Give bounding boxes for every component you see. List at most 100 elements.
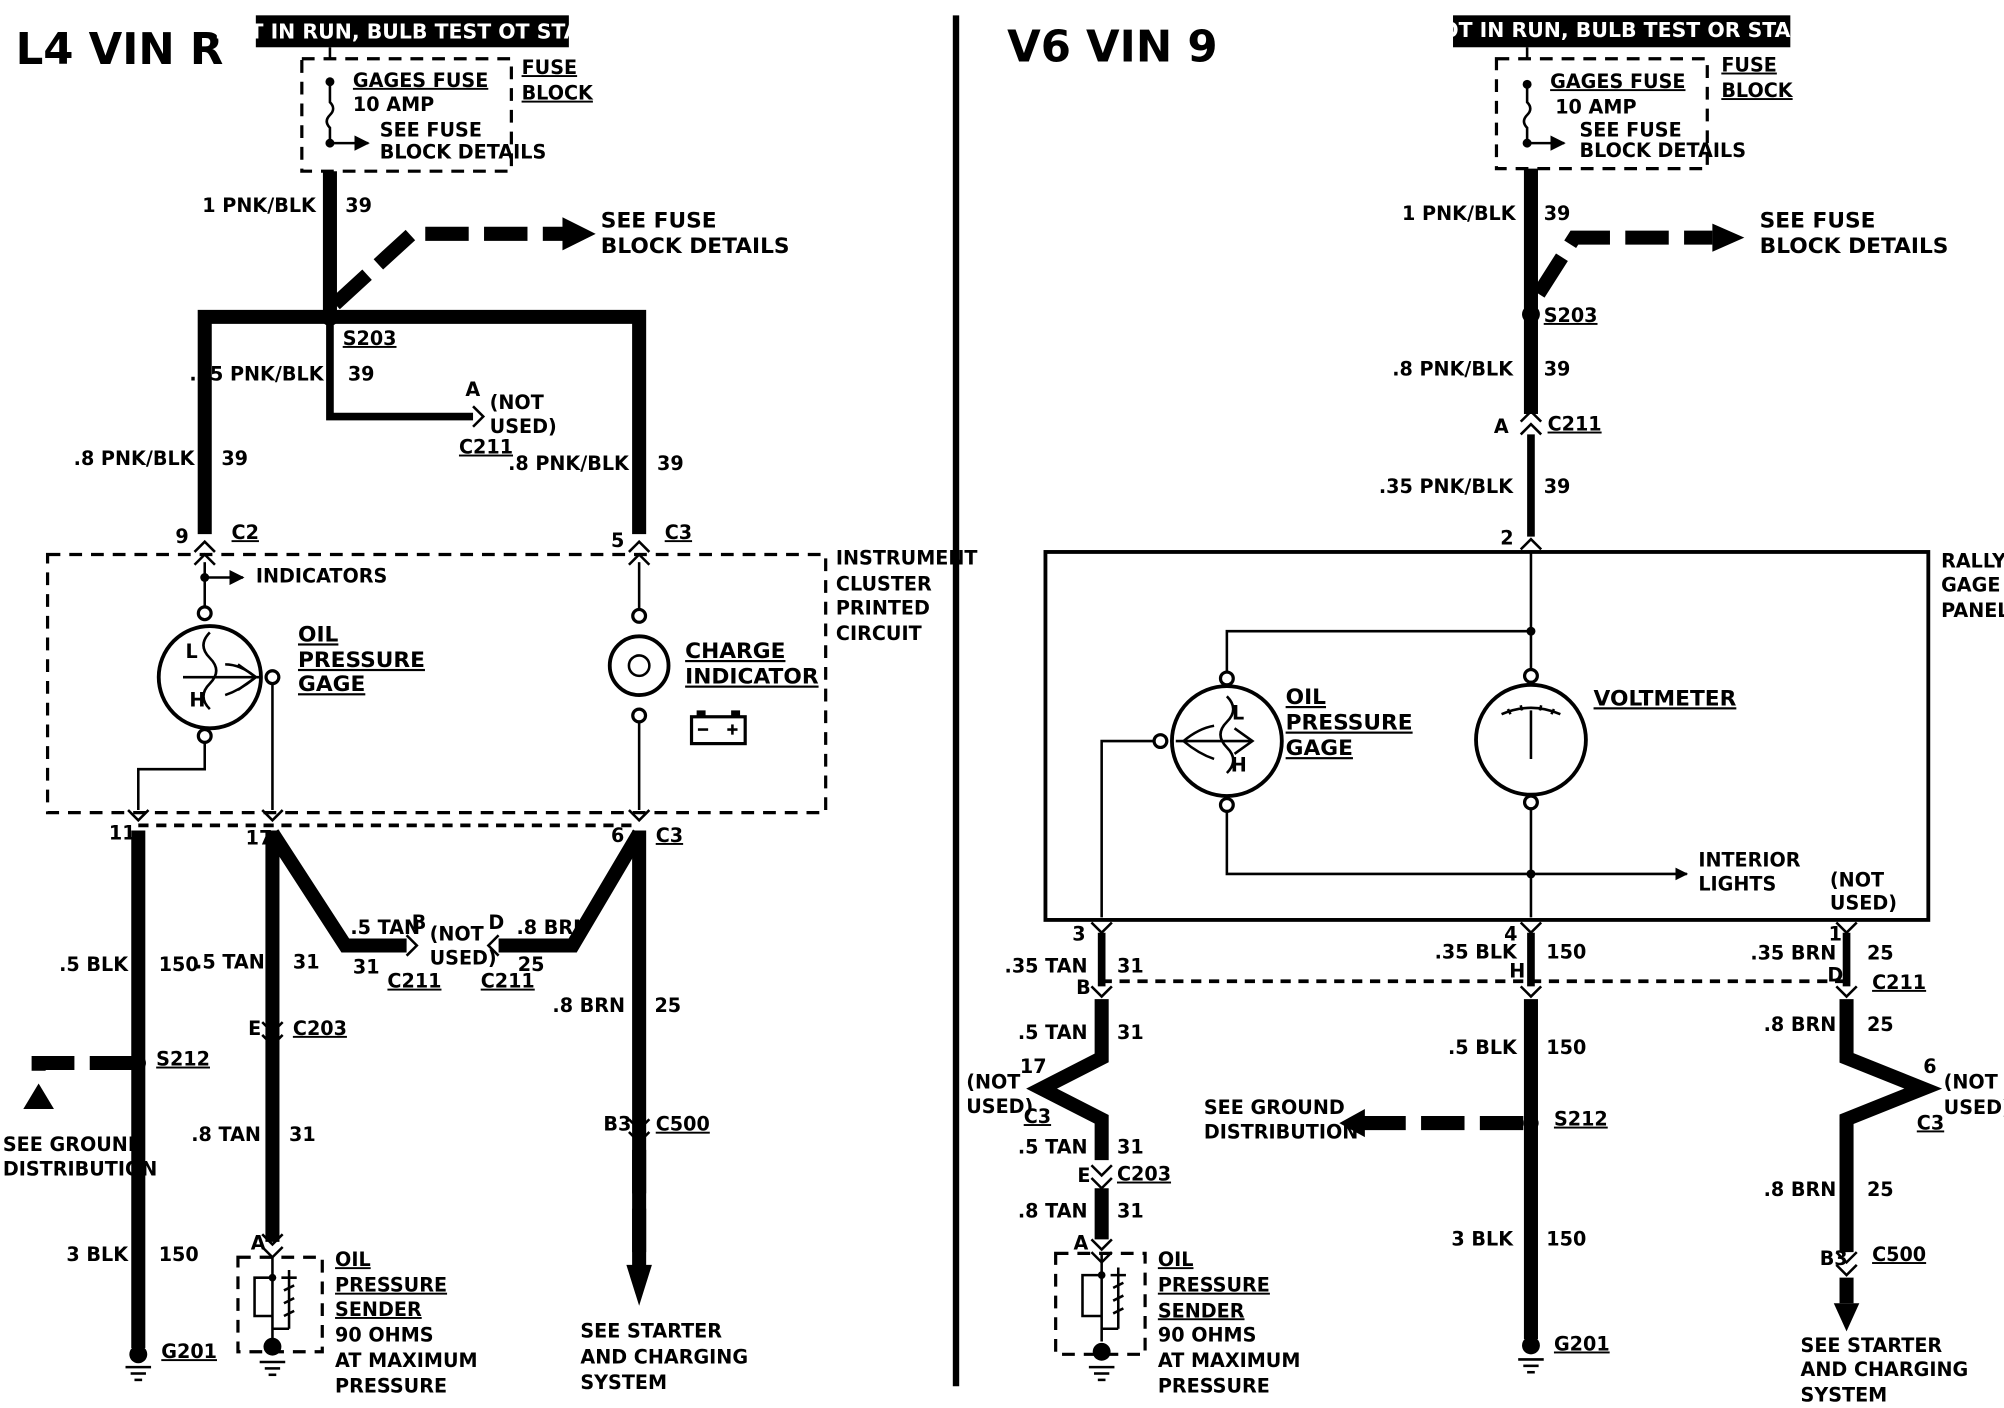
svg-text:31: 31 <box>289 1123 316 1146</box>
v6-tan-wire <box>1026 999 1109 1161</box>
svg-text:25: 25 <box>654 994 681 1017</box>
svg-text:L: L <box>1232 701 1244 724</box>
l4-fuse-box <box>300 57 513 173</box>
svg-text:OIL: OIL <box>1158 1248 1194 1271</box>
svg-text:D: D <box>1827 963 1843 986</box>
svg-text:PRESSURE: PRESSURE <box>1158 1375 1270 1398</box>
svg-text:39: 39 <box>221 447 248 470</box>
svg-text:RALLY: RALLY <box>1941 549 2004 572</box>
svg-text:FUSE: FUSE <box>1721 54 1777 77</box>
svg-text:4: 4 <box>1504 922 1517 945</box>
svg-text:B: B <box>1076 976 1091 999</box>
svg-text:25: 25 <box>1867 1013 1894 1036</box>
l4-fuse-icon <box>325 81 335 141</box>
svg-text:.8 TAN: .8 TAN <box>1018 1200 1088 1223</box>
svg-text:1 PNK/BLK: 1 PNK/BLK <box>1402 202 1517 225</box>
l4-instrument-cluster <box>45 552 828 815</box>
svg-text:3: 3 <box>1072 922 1085 945</box>
svg-text:.35 BRN: .35 BRN <box>1750 942 1836 965</box>
svg-text:31: 31 <box>1117 954 1144 977</box>
svg-text:3 BLK: 3 BLK <box>66 1243 129 1266</box>
svg-text:C500: C500 <box>1872 1243 1926 1266</box>
svg-text:B: B <box>412 911 427 934</box>
svg-text:90 OHMS: 90 OHMS <box>1158 1324 1257 1347</box>
svg-text:BLOCK DETAILS: BLOCK DETAILS <box>601 234 790 259</box>
v6-voltmeter-label: VOLTMETER <box>1594 686 1737 711</box>
svg-text:SEE FUSE: SEE FUSE <box>1580 119 1682 142</box>
svg-text:SENDER: SENDER <box>335 1298 422 1321</box>
svg-text:39: 39 <box>345 194 372 217</box>
l4-header-bar <box>255 15 569 48</box>
svg-text:CHARGE: CHARGE <box>685 639 785 664</box>
svg-text:PRESSURE: PRESSURE <box>335 1375 447 1398</box>
svg-text:PANEL: PANEL <box>1941 599 2004 622</box>
svg-text:PRESSURE: PRESSURE <box>1286 711 1413 736</box>
svg-text:D: D <box>488 911 504 934</box>
svg-text:39: 39 <box>348 363 375 386</box>
svg-text:6: 6 <box>1923 1055 1936 1078</box>
v6-fuse-box <box>1494 57 1709 171</box>
svg-text:GAGE: GAGE <box>1286 736 1353 761</box>
svg-text:1 PNK/BLK: 1 PNK/BLK <box>202 194 317 217</box>
l4-section: L4 VIN R HOT IN RUN, BULB TEST OT START … <box>3 15 977 1398</box>
svg-text:S212: S212 <box>1554 1108 1608 1131</box>
svg-text:1: 1 <box>1829 922 1842 945</box>
svg-text:USED): USED) <box>430 947 497 970</box>
svg-text:SYSTEM: SYSTEM <box>580 1371 667 1394</box>
svg-text:5: 5 <box>611 529 624 552</box>
svg-text:C211: C211 <box>1548 413 1602 436</box>
svg-text:39: 39 <box>657 452 684 475</box>
svg-text:S203: S203 <box>1544 304 1598 327</box>
svg-text:OIL: OIL <box>1286 685 1327 710</box>
svg-text:(NOT: (NOT <box>966 1071 1020 1094</box>
svg-text:DISTRIBUTION: DISTRIBUTION <box>1204 1120 1358 1143</box>
v6-header-text: HOT IN RUN, BULB TEST OR START <box>1424 18 1819 42</box>
svg-text:BLOCK: BLOCK <box>1721 79 1793 102</box>
svg-text:SEE FUSE: SEE FUSE <box>601 208 717 233</box>
svg-text:6: 6 <box>611 824 624 847</box>
battery-icon <box>689 710 747 746</box>
svg-text:AND CHARGING: AND CHARGING <box>1801 1358 1969 1381</box>
svg-text:USED): USED) <box>1944 1096 2004 1119</box>
svg-text:CLUSTER: CLUSTER <box>836 572 932 595</box>
svg-text:25: 25 <box>1867 942 1894 965</box>
svg-text:150: 150 <box>1546 1228 1586 1251</box>
svg-text:OIL: OIL <box>335 1248 371 1271</box>
svg-text:S203: S203 <box>343 327 397 350</box>
svg-text:C3: C3 <box>1917 1111 1944 1134</box>
svg-text:150: 150 <box>159 953 199 976</box>
svg-text:25: 25 <box>1867 1178 1894 1201</box>
svg-text:OIL: OIL <box>298 622 339 647</box>
v6-rally-gage-panel <box>1043 550 1931 922</box>
svg-text:S212: S212 <box>156 1048 210 1071</box>
svg-text:.35 TAN: .35 TAN <box>1005 954 1088 977</box>
svg-text:90 OHMS: 90 OHMS <box>335 1324 434 1347</box>
svg-text:AT MAXIMUM: AT MAXIMUM <box>1158 1349 1301 1372</box>
svg-text:2: 2 <box>1500 526 1513 549</box>
svg-text:GAGE: GAGE <box>1941 574 2000 597</box>
svg-text:.5 BLK: .5 BLK <box>1448 1036 1518 1059</box>
svg-text:E: E <box>1077 1164 1090 1187</box>
svg-text:150: 150 <box>1546 1036 1586 1059</box>
svg-text:G201: G201 <box>1554 1333 1610 1356</box>
svg-text:A: A <box>1074 1232 1089 1255</box>
svg-text:.8 BRN: .8 BRN <box>1764 1013 1837 1036</box>
svg-text:BLOCK DETAILS: BLOCK DETAILS <box>1760 234 1949 259</box>
svg-text:USED): USED) <box>966 1095 1033 1118</box>
svg-text:B3: B3 <box>1820 1247 1848 1270</box>
v6-see-fuse-arrow <box>1532 230 1713 298</box>
svg-text:SEE STARTER: SEE STARTER <box>1801 1334 1943 1357</box>
svg-text:A: A <box>465 378 480 401</box>
svg-text:.5 TAN: .5 TAN <box>1018 1136 1088 1159</box>
svg-text:GAGE: GAGE <box>298 672 365 697</box>
v6-section: V6 VIN 9 HOT IN RUN, BULB TEST OR START … <box>966 15 2004 1407</box>
svg-text:H: H <box>1509 959 1525 982</box>
svg-text:C203: C203 <box>293 1017 347 1040</box>
svg-text:.5 BLK: .5 BLK <box>59 953 129 976</box>
svg-text:.5 TAN: .5 TAN <box>195 950 265 973</box>
l4-indicators-label: INDICATORS <box>256 565 387 588</box>
svg-text:.5 TAN: .5 TAN <box>350 916 420 939</box>
l4-fuse-see1: SEE FUSE <box>380 119 482 142</box>
svg-text:H: H <box>1231 754 1247 777</box>
